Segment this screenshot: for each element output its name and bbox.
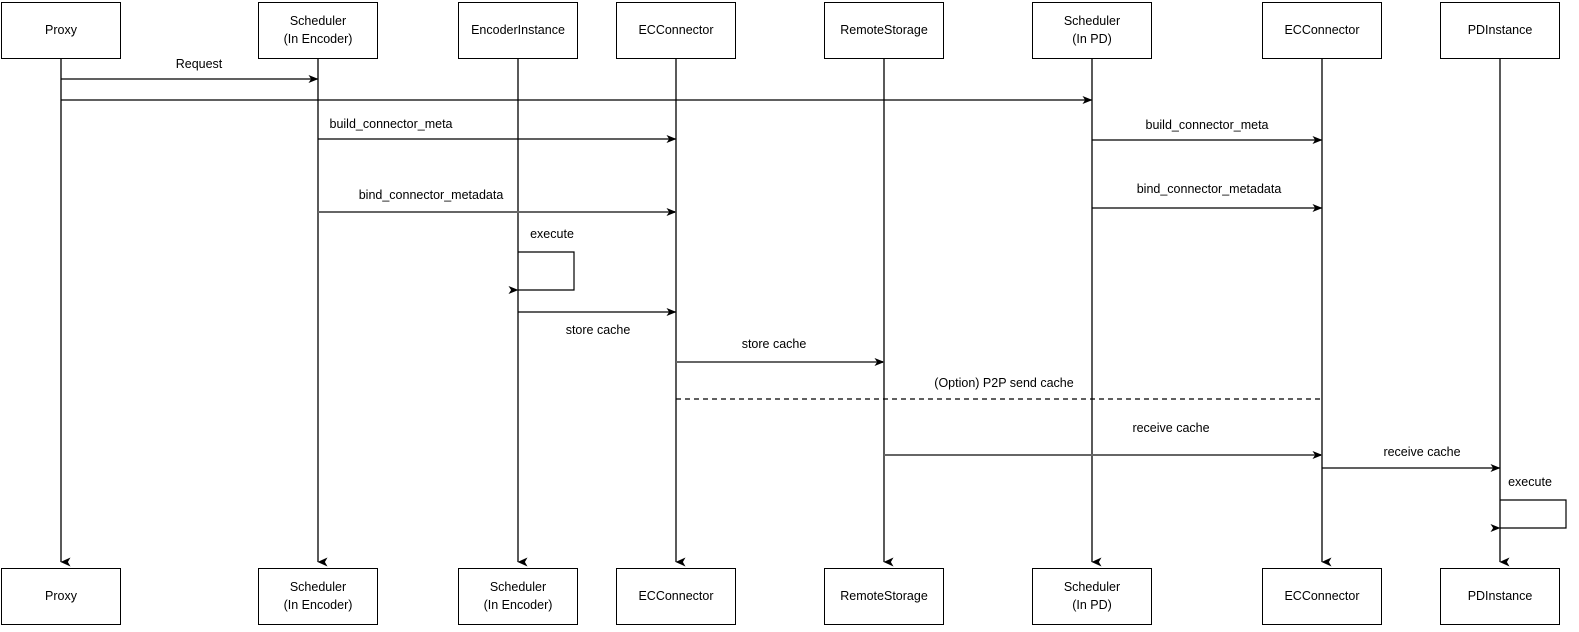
message-label-m-store-cache-2: store cache <box>741 337 807 351</box>
participant-label-line1: Scheduler <box>289 579 347 594</box>
participant-label-line1: ECConnector <box>1284 588 1360 603</box>
participant-label-line2: (In Encoder) <box>483 597 553 612</box>
message-label-m-receive-cache-1: receive cache <box>1132 421 1210 435</box>
participant-label-line1: RemoteStorage <box>840 22 928 37</box>
participant-label-line1: RemoteStorage <box>840 588 928 603</box>
message-label-m-request: Request <box>175 57 223 71</box>
self-message-path-self-execute-encoder <box>508 251 575 294</box>
lifelines-group <box>60 59 1510 567</box>
participant-label-line1: Proxy <box>45 588 77 603</box>
participant-label-line1: Scheduler <box>1063 13 1121 28</box>
participant-label-line1: ECConnector <box>638 22 714 37</box>
participant-box-pd-instance-b[interactable]: PDInstance <box>1440 568 1560 625</box>
participant-label-line1: ECConnector <box>638 588 714 603</box>
participant-label-line1: EncoderInstance <box>471 22 565 37</box>
participant-label-line1: PDInstance <box>1467 22 1533 37</box>
participant-box-encoder-instance[interactable]: EncoderInstance <box>458 2 578 59</box>
participant-box-ec-connector-2-b[interactable]: ECConnector <box>1262 568 1382 625</box>
self-message-label-self-execute-encoder: execute <box>530 227 574 241</box>
participant-box-ec-connector-2[interactable]: ECConnector <box>1262 2 1382 59</box>
participant-box-proxy[interactable]: Proxy <box>1 2 121 59</box>
participant-box-scheduler-encoder-b2[interactable]: Scheduler (In Encoder) <box>458 568 578 625</box>
participant-box-pd-instance[interactable]: PDInstance <box>1440 2 1560 59</box>
message-label-m-bind-connector-meta-2: bind_connector_metadata <box>1136 182 1282 196</box>
participant-label-line1: ECConnector <box>1284 22 1360 37</box>
participant-label-line2: (In Encoder) <box>283 31 353 46</box>
participant-box-scheduler-encoder[interactable]: Scheduler (In Encoder) <box>258 2 378 59</box>
participant-box-scheduler-pd[interactable]: Scheduler (In PD) <box>1032 2 1152 59</box>
message-label-m-store-cache-1: store cache <box>565 323 631 337</box>
participant-label-line1: Proxy <box>45 22 77 37</box>
self-message-path-self-execute-pd <box>1490 499 1567 532</box>
participant-label-line1: PDInstance <box>1467 588 1533 603</box>
self-message-label-self-execute-pd: execute <box>1508 475 1552 489</box>
message-label-m-p2p-send-cache: (Option) P2P send cache <box>934 376 1074 390</box>
participant-box-proxy-b[interactable]: Proxy <box>1 568 121 625</box>
participant-box-remote-storage-b[interactable]: RemoteStorage <box>824 568 944 625</box>
message-label-m-receive-cache-2: receive cache <box>1383 445 1461 459</box>
participant-label-line1: Scheduler <box>1063 579 1121 594</box>
participant-label-line2: (In PD) <box>1072 31 1112 46</box>
message-label-m-build-connector-meta-1: build_connector_meta <box>329 117 453 131</box>
participant-box-ec-connector-1-b[interactable]: ECConnector <box>616 568 736 625</box>
participant-label-line2: (In Encoder) <box>283 597 353 612</box>
participant-box-scheduler-encoder-b[interactable]: Scheduler (In Encoder) <box>258 568 378 625</box>
participant-box-ec-connector-1[interactable]: ECConnector <box>616 2 736 59</box>
participant-label-line1: Scheduler <box>289 13 347 28</box>
messages-group <box>61 75 1501 472</box>
participant-label-line2: (In PD) <box>1072 597 1112 612</box>
participant-box-scheduler-pd-b[interactable]: Scheduler (In PD) <box>1032 568 1152 625</box>
message-label-m-bind-connector-meta-1: bind_connector_metadata <box>358 188 504 202</box>
message-label-m-build-connector-meta-2: build_connector_meta <box>1145 118 1269 132</box>
self-messages-group <box>508 251 1567 532</box>
participant-box-remote-storage[interactable]: RemoteStorage <box>824 2 944 59</box>
participant-label-line1: Scheduler <box>489 579 547 594</box>
